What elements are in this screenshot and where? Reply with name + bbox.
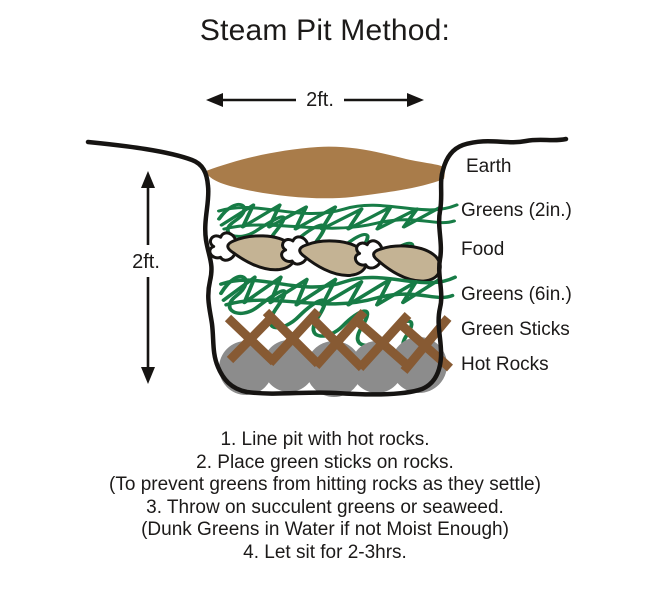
layer-label-greens-6in: Greens (6in.) [461,284,572,305]
green-sticks-lattice [224,307,453,374]
instructions-list: 1. Line pit with hot rocks. 2. Place gre… [0,429,650,565]
page-title: Steam Pit Method: [199,14,451,47]
width-dimension-label: 2ft. [306,89,334,111]
pit-outline [85,136,569,397]
instruction-line: 1. Line pit with hot rocks. [220,429,430,450]
depth-dimension-label: 2ft. [132,251,160,273]
earth-mound [206,146,445,199]
instruction-line: (Dunk Greens in Water if not Moist Enoug… [141,519,509,541]
layer-label-hot-rocks: Hot Rocks [461,354,549,375]
instruction-line: 3. Throw on succulent greens or seaweed. [146,496,504,518]
layer-label-food: Food [461,239,505,260]
depth-arrow [141,171,155,384]
pit-illustration [85,93,569,397]
layer-label-earth: Earth [466,156,512,177]
layer-label-greens-2in: Greens (2in.) [461,200,572,221]
instruction-line: (To prevent greens from hitting rocks as… [109,474,541,496]
layer-label-green-sticks: Green Sticks [461,319,570,340]
width-arrow [206,93,424,107]
instruction-line: 2. Place green sticks on rocks. [196,451,454,473]
instruction-line: 4. Let sit for 2-3hrs. [243,541,407,563]
